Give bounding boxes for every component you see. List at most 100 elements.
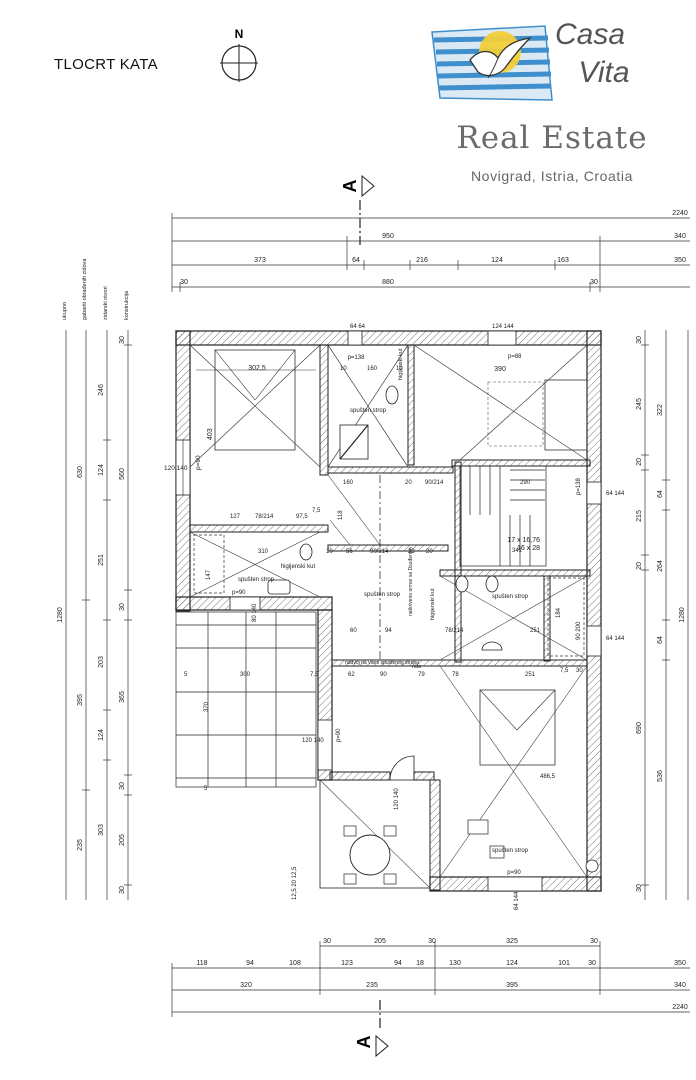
- door-label: 120 140: [394, 788, 400, 810]
- terrace: 5 300 370 5 7,5: [175, 611, 319, 792]
- room-dim: 7,5: [310, 672, 319, 678]
- top-dimension-values: 2240 950 340 373 64 216 124 163 350 30 8…: [180, 210, 688, 286]
- room-dim: 90: [380, 672, 387, 678]
- room-label: spušten strop: [492, 594, 529, 600]
- dim-text: 30: [180, 279, 188, 286]
- room-label: spušten strop: [492, 848, 529, 854]
- section-marker-top: A: [340, 174, 375, 245]
- room-dim: 302,5: [248, 365, 266, 372]
- dim-text: 880: [382, 279, 394, 286]
- logo-script-vita: Vita: [578, 56, 629, 89]
- dim-text: 264: [657, 560, 664, 572]
- dim-text: 536: [657, 770, 664, 782]
- room-note: natkriveno ormar sa Dsuđerom: [408, 547, 414, 616]
- brand-location: Novigrad, Istria, Croatia: [470, 168, 634, 184]
- room-dim: 20: [405, 480, 412, 486]
- room-label: higijenski kut: [281, 564, 316, 570]
- dim-text: 373: [254, 257, 266, 264]
- north-arrow-icon: N: [220, 27, 258, 82]
- dim-text: 325: [506, 938, 518, 945]
- dim-text: 365: [119, 691, 126, 703]
- dim-text: 124: [491, 257, 503, 264]
- window-label: p=90: [336, 728, 342, 742]
- room-dim: 78: [452, 672, 459, 678]
- room-note: nadvoj na visini spuštenog stropa: [345, 660, 419, 666]
- left-dimension-lines: [65, 330, 132, 900]
- room-dim: 160: [367, 366, 378, 372]
- room-dim: 10: [396, 366, 403, 372]
- bathroom-left: 127 78/214 97,5 7,5 310 147 higijenski k…: [189, 508, 321, 622]
- window-label: p=90: [232, 590, 246, 596]
- dim-header: zidarski otvori: [103, 286, 109, 320]
- room-dim: 300: [240, 672, 251, 678]
- dim-text: 235: [77, 839, 84, 851]
- bathroom-upper: p=138 10 160 10 higijenski kut spušten s…: [327, 344, 409, 468]
- brand-name: Real Estate: [456, 120, 648, 156]
- dim-text: 205: [374, 938, 386, 945]
- bottom-dimension-lines: [171, 941, 690, 1017]
- dim-text: 124: [98, 464, 105, 476]
- dim-text: 320: [240, 982, 252, 989]
- dim-text: 20: [636, 562, 643, 570]
- window-label: p=88: [508, 354, 522, 360]
- dim-text: 20: [636, 458, 643, 466]
- room-dim: 10: [340, 366, 347, 372]
- dim-text: 108: [289, 960, 301, 967]
- room-dim: 60: [350, 628, 357, 634]
- dim-text: 30: [119, 886, 126, 894]
- room-dim: 127: [230, 514, 241, 520]
- room-dim: 12,5 20 12,5: [292, 866, 298, 900]
- window-label: 80 140: [252, 603, 258, 622]
- window-label: 90 200: [576, 621, 582, 640]
- top-dimension-lines: [171, 213, 690, 292]
- dim-text: 30: [590, 279, 598, 286]
- room-dim: 390: [494, 366, 506, 373]
- right-dimension-values: 30 245 20 215 20 690 30 322 64 264 64 53…: [636, 336, 686, 892]
- room-label: spušten strop: [350, 408, 387, 414]
- dim-text: 64: [657, 636, 664, 644]
- dim-text: 30: [636, 336, 643, 344]
- corridor: 160 20 90/214 118 10 56 90/214 23 20 spu…: [326, 474, 583, 678]
- room-note: niša: [412, 664, 421, 670]
- bathroom-right: spušten strop 251 184 higijenski kut 64 …: [430, 477, 625, 661]
- dim-text: 235: [366, 982, 378, 989]
- dim-text: 350: [674, 960, 686, 967]
- bottom-dimension-values: 30 205 30 325 30 118 94 108 123 94 18 13…: [196, 938, 687, 1011]
- dim-text: 322: [657, 404, 664, 416]
- dim-text: 163: [557, 257, 569, 264]
- dining-area: 120 140 12,5 20 12,5 120 140 p=90: [292, 719, 431, 900]
- room-label: higijenski kut: [430, 588, 436, 620]
- window-label: p=138: [576, 477, 582, 495]
- room-dim: 10: [326, 549, 333, 555]
- section-label-top: A: [340, 180, 360, 193]
- bedroom-2: 390 124 144 p=88 64 64: [347, 324, 588, 461]
- dim-header: ukupno: [62, 302, 68, 320]
- window-label: 120 140: [164, 465, 188, 472]
- window-label: p=90: [507, 870, 521, 876]
- room-dim: 147: [206, 569, 212, 580]
- room-dim: 94: [385, 628, 392, 634]
- dim-text: 205: [119, 834, 126, 846]
- dim-text: 395: [77, 694, 84, 706]
- room-dim: 97,5: [296, 514, 308, 520]
- room-label: spušten strop: [238, 577, 275, 583]
- dim-text: 350: [674, 257, 686, 264]
- staircase: 17 x 16,76 16 x 28 341 290: [459, 465, 547, 567]
- dim-text: 630: [77, 466, 84, 478]
- left-dimension-values: 1280 630 395 235 246 124 251 203 124 303…: [57, 336, 126, 894]
- stair-note: 17 x 16,76: [507, 537, 540, 544]
- dim-text: 245: [636, 398, 643, 410]
- room-dim: 78/214: [255, 514, 274, 520]
- bedroom-3: 486,5 spušten strop p=90 64 144: [439, 665, 599, 910]
- room-dim: p=138: [348, 355, 366, 361]
- dim-text: 64: [657, 490, 664, 498]
- dim-text: 124: [506, 960, 518, 967]
- dim-text: 340: [674, 233, 686, 240]
- room-dim: 370: [204, 701, 210, 712]
- dim-text: 94: [394, 960, 402, 967]
- room-dim: 290: [520, 480, 531, 486]
- dim-header: gabariti obrađenih zidova: [82, 258, 88, 320]
- dim-text: 340: [674, 982, 686, 989]
- room-dim: 90/214: [370, 549, 389, 555]
